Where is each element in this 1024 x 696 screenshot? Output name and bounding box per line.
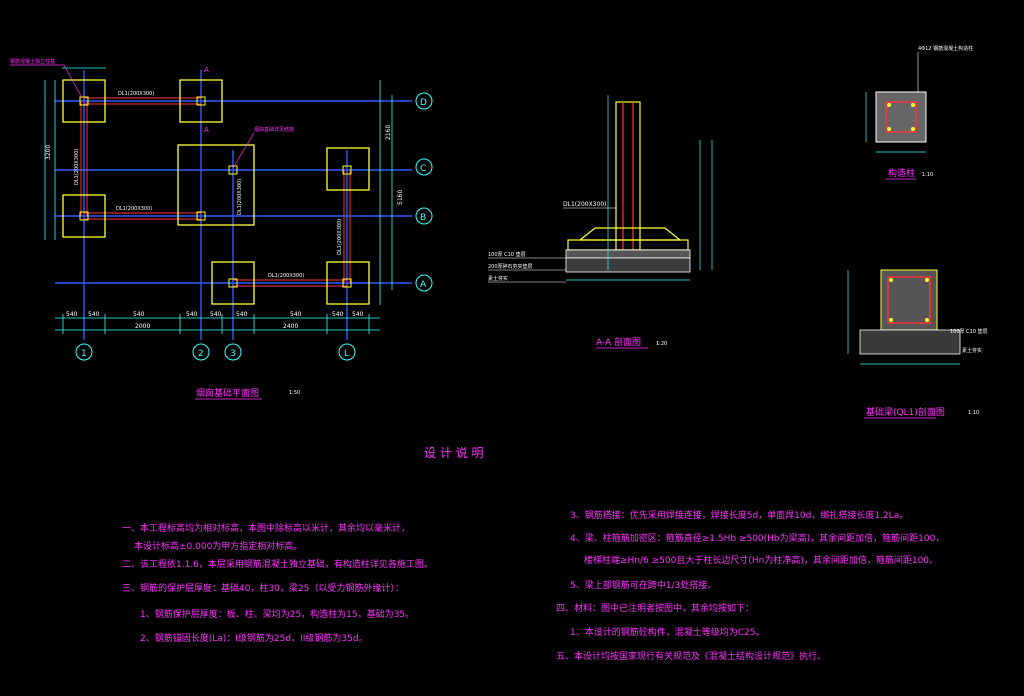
column-title: 构造柱 [888,167,915,179]
beam-label-5: DL1(200X300) [337,219,343,255]
dim-top-7: 540 [290,311,302,318]
footing-cl [326,147,370,191]
axis-label-3: 3 [230,349,236,359]
notes-right-7: 五、本设计均按国家现行有关规范及《混凝土结构设计规范》执行。 [556,650,826,662]
dim-bottom-1: 2000 [135,323,150,330]
axis-label-1: 1 [81,349,87,359]
axis-label-b: B [420,213,426,223]
notes-left-2: 本设计标高±0.000为甲方指定相对标高。 [134,540,302,552]
dim-top-3: 540 [133,311,145,318]
dim-top-2: 540 [88,311,100,318]
notes-right-2: 4、梁、柱箍筋加密区：箍筋直径≥1.5Hb ≥500(Hb为梁高)，其余间距加倍… [570,532,944,544]
dim-bottom-2: 2400 [283,323,298,330]
footing-d1 [62,79,106,123]
section-beam-label: DL1(200X300) [563,201,606,208]
axis-bubbles-right [415,92,433,292]
footing-a3 [211,261,255,305]
section-layer-2: 200厚碎石夯实垫层 [488,263,533,270]
column-detail: 4Φ12 钢筋混凝土构造柱 构造柱 1:10 [865,45,973,180]
notes-right-4: 5、梁上部钢筋可在跨中1/3处搭接。 [570,579,716,591]
beam-detail: 100厚 C10 垫层 素土夯实 基础梁(QL1)剖面图 1:10 [847,269,988,419]
footing-al [326,261,370,305]
notes-left-1: 一、本工程标高均为相对标高，本图中除标高以米计，其余均以毫米计， [122,522,410,534]
dim-top-6: 540 [236,311,248,318]
notes-left-5: 1、钢筋保护层厚度：板、柱、梁均为25，构造柱为15，基础为35。 [140,608,414,620]
column-scale: 1:10 [922,172,933,178]
plan-dimension-lines [44,67,393,331]
plan-dimension-ticks [62,314,370,334]
notes-right-5: 四、材料：图中已注明者按图中，其余均按如下： [556,602,754,614]
beam-label-4: DL1(200X300) [74,149,80,185]
notes-right-3: 楼梯柱端≥Hn/6 ≥500且大于柱长边尺寸(Hn为柱净高)，其余间距加倍，箍筋… [584,554,938,566]
plan-scale: 1:50 [289,390,300,396]
section-cut-a-bottom: A [204,126,209,134]
section-cut-a-top: A [204,66,209,74]
footing-b1 [62,194,106,238]
beam-layer-2: 素土夯实 [962,347,982,354]
dim-top-5: 540 [210,311,222,318]
plan-note-top-left: 钢筋混凝土独立柱基 [10,58,55,65]
beam-layer-1: 100厚 C10 垫层 [950,328,988,335]
plan-beams [80,97,351,287]
plan-grid-lines [55,70,412,340]
plan-columns [79,96,352,288]
dim-top-4: 540 [186,311,198,318]
section-layer-1: 100厚 C10 垫层 [488,251,526,258]
plan-footings [62,79,370,305]
notes-left-6: 2、钢筋锚固长度(La)：I级钢筋为25d，II级钢筋为35d。 [140,632,368,644]
dim-right-1: 2160 [385,125,392,140]
axis-label-d: D [420,98,427,108]
beam-label-6: DL1(200X300) [237,179,243,215]
beam-label-3: DL1(200X300) [268,273,304,279]
footing-d2 [179,79,223,123]
section-title: A-A 剖面图 [596,336,641,348]
beam-scale: 1:10 [968,410,979,416]
design-notes: 设 计 说 明 一、本工程标高均为相对标高，本图中除标高以米计，其余均以毫米计，… [122,445,944,662]
footing-chimney [177,144,255,226]
section-layer-3: 素土夯实 [488,275,508,282]
dim-top-9: 540 [352,311,364,318]
axis-label-c: C [420,164,426,174]
beam-label-1: DL1(200X300) [118,91,154,97]
beam-label-2: DL1(200X300) [116,206,152,212]
notes-heading: 设 计 说 明 [424,445,483,460]
axis-label-a: A [420,280,427,290]
axis-bubbles-bottom [75,343,356,361]
column-note: 4Φ12 钢筋混凝土构造柱 [918,45,973,52]
section-scale: 1:20 [656,341,667,347]
dim-top-1: 540 [66,311,78,318]
dim-top-8: 540 [332,311,344,318]
axis-label-2: 2 [198,349,204,359]
section-aa: DL1(200X300) 100厚 C10 垫层 200厚碎石夯实垫层 素土夯实… [488,95,713,349]
notes-right-1: 3、钢筋搭接：优先采用焊接连接，焊接长度5d，单面焊10d，绑扎搭接长度1.2L… [570,509,908,521]
foundation-plan: 540 540 540 540 540 540 540 540 540 2000… [10,58,433,400]
plan-note-mid: 烟囱基础详见结施 [254,126,294,133]
notes-right-6: 1、本设计的钢筋砼构件，混凝土等级均为C25。 [570,626,764,638]
plan-title: 烟囱基础平面图 [196,387,259,399]
notes-left-3: 二、该工程依1.1.6，本层采用钢筋混凝土独立基础，有构造柱详见各施工图。 [122,558,433,570]
dim-left-1: 3200 [45,145,52,160]
axis-label-l: L [344,349,349,359]
beam-title: 基础梁(QL1)剖面图 [866,406,945,418]
dim-right-2: 5160 [397,190,404,205]
notes-left-4: 三、钢筋的保护层厚度：基础40，柱30，梁25（以受力钢筋外缘计）： [122,582,404,594]
